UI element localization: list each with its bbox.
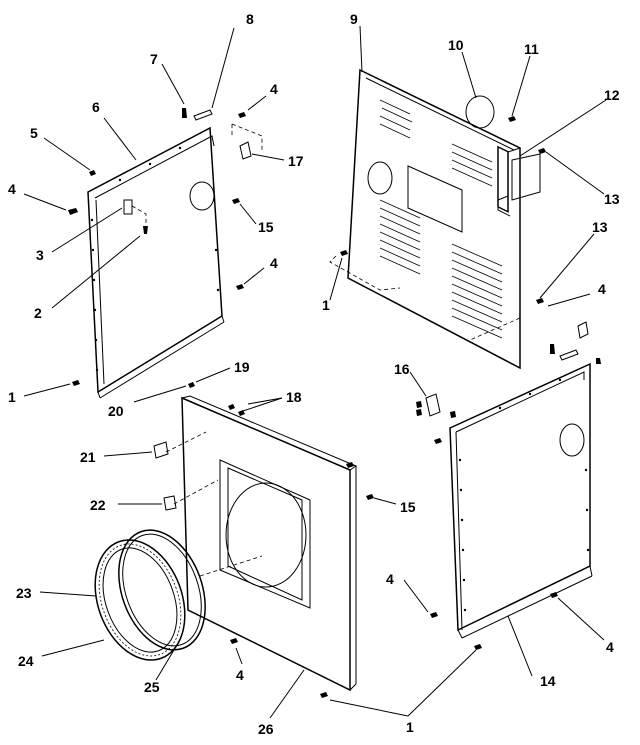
callout-12: 12 xyxy=(604,87,620,103)
callout-16: 16 xyxy=(394,361,410,377)
callout-24: 24 xyxy=(18,653,34,669)
callout-21: 21 xyxy=(80,449,96,465)
rear-vent-slots xyxy=(379,99,503,339)
callout-11: 11 xyxy=(524,41,539,57)
clip-8 xyxy=(193,109,213,121)
callout-18: 18 xyxy=(286,389,302,405)
screw-1-front xyxy=(320,692,328,698)
callout-4: 4 xyxy=(598,281,606,297)
callout-labels: 8 7 6 5 4 3 2 4 17 15 4 1 20 19 18 21 22… xyxy=(8,11,620,737)
callout-4: 4 xyxy=(606,639,614,655)
screw-2 xyxy=(143,226,148,234)
callout-5: 5 xyxy=(30,125,38,141)
screw-5 xyxy=(89,170,96,176)
callout-20: 20 xyxy=(108,403,124,419)
callout-10: 10 xyxy=(448,37,464,53)
callout-2: 2 xyxy=(34,305,42,321)
clip-right-top xyxy=(559,349,579,361)
screw-1-left xyxy=(72,380,80,386)
bracket-16 xyxy=(425,393,441,417)
callout-23: 23 xyxy=(16,585,32,601)
callout-4: 4 xyxy=(386,571,394,587)
door-ring-assembly xyxy=(94,529,263,661)
callout-1: 1 xyxy=(406,719,414,735)
screw-13-right xyxy=(536,298,544,304)
screw-1-rear xyxy=(340,250,348,256)
screw-13-top xyxy=(538,148,546,154)
callout-3: 3 xyxy=(36,247,44,263)
callout-13: 13 xyxy=(604,191,620,207)
part-22 xyxy=(163,495,177,511)
callout-9: 9 xyxy=(350,11,358,27)
callout-22: 22 xyxy=(90,497,106,513)
screw-7 xyxy=(182,108,187,118)
screw-15-front xyxy=(366,494,374,500)
bracket-17 xyxy=(239,141,252,160)
screw-11 xyxy=(508,116,516,122)
screw-15-left xyxy=(232,198,240,204)
callout-17: 17 xyxy=(288,153,304,169)
bracket-right-top xyxy=(577,321,589,339)
bracket-3 xyxy=(123,199,133,215)
screw-4-left xyxy=(68,208,78,215)
screw-4-front xyxy=(230,638,238,644)
callout-1: 1 xyxy=(322,297,330,313)
callout-13: 13 xyxy=(592,219,608,235)
callout-1: 1 xyxy=(8,389,16,405)
callout-15: 15 xyxy=(400,499,416,515)
callout-4: 4 xyxy=(236,667,244,683)
screw-1-right xyxy=(474,644,482,650)
leader-lines xyxy=(23,25,607,719)
left-side-panel xyxy=(87,126,225,399)
screw-right-top xyxy=(550,344,555,354)
front-panel xyxy=(153,382,374,698)
callout-19: 19 xyxy=(234,359,250,375)
callout-15: 15 xyxy=(258,219,274,235)
callout-4: 4 xyxy=(270,255,278,271)
callout-26: 26 xyxy=(258,721,274,737)
screw-4-bottom-right xyxy=(430,612,438,618)
screw-4-mid xyxy=(236,284,244,290)
screw-19 xyxy=(188,382,195,388)
left-panel-hardware xyxy=(68,108,263,386)
callout-7: 7 xyxy=(150,51,158,67)
screw-front-top xyxy=(346,462,354,468)
right-side-panel xyxy=(416,321,601,650)
callout-25: 25 xyxy=(144,679,160,695)
cover-plate-12 xyxy=(511,153,541,201)
rear-panel xyxy=(329,68,546,370)
callout-14: 14 xyxy=(540,673,556,689)
callout-6: 6 xyxy=(92,99,100,115)
callout-4: 4 xyxy=(270,81,278,97)
part-21 xyxy=(153,441,169,459)
screw-4-top xyxy=(238,112,246,118)
callout-8: 8 xyxy=(246,11,254,27)
screw-4-right xyxy=(550,592,558,598)
callout-4: 4 xyxy=(8,181,16,197)
